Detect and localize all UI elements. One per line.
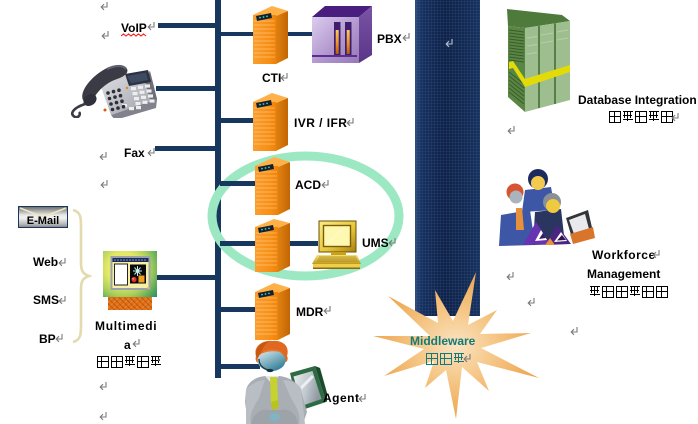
svg-text:E-Mail: E-Mail bbox=[27, 215, 59, 227]
